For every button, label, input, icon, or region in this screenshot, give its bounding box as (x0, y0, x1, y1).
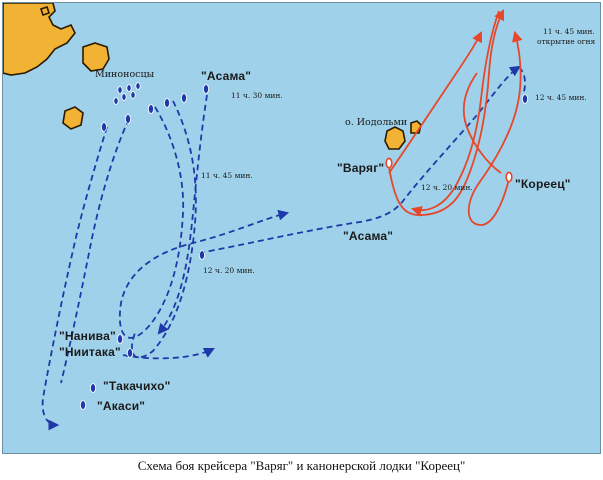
ship-marker-icon (130, 91, 136, 99)
mainland-coast (3, 3, 76, 76)
track-varyag-back (410, 10, 500, 217)
track-varyag-out (388, 9, 504, 216)
ship-marker-icon (147, 104, 154, 114)
label-time-1220-right: 12 ч. 20 мин. (421, 183, 473, 192)
ship-marker-icon (117, 334, 124, 344)
label-asama-mid: "Асама" (343, 229, 394, 243)
label-fire-opened: открытие огня (537, 37, 596, 46)
ship-marker-icon (121, 93, 127, 101)
japanese-tracks (41, 65, 526, 431)
ship-marker-icon (202, 84, 209, 94)
track-koreets-loop (467, 30, 523, 226)
ship-markers (80, 82, 529, 410)
label-time-1245: 12 ч. 45 мин. (535, 93, 587, 102)
label-niitaka: "Ниитака" (59, 345, 121, 359)
track-koreets-inner (462, 72, 502, 174)
label-takachiho: "Такачихо" (103, 379, 171, 393)
label-akashi: "Акаси" (97, 399, 146, 413)
ship-marker-icon (125, 114, 132, 124)
ship-marker-icon (117, 86, 123, 94)
label-varyag: "Варяг" (337, 161, 385, 175)
battle-map: Миноносцы "Асама" 11 ч. 30 мин. 11 ч. 45… (2, 2, 601, 454)
label-torpedo-boats: Миноносцы (95, 69, 155, 80)
ship-marker-icon (90, 383, 97, 393)
islet-top (39, 5, 51, 17)
ship-marker-icon (113, 97, 119, 105)
island-upper-left (82, 42, 110, 72)
ship-marker-icon (522, 94, 529, 104)
land-masses (3, 3, 422, 150)
island-left (62, 106, 84, 130)
ship-marker-icon (385, 157, 393, 169)
track-asama-return (157, 94, 208, 335)
track-naniwa-loop (118, 106, 290, 339)
label-asama-top: "Асама" (201, 69, 252, 83)
ship-marker-icon (505, 171, 513, 183)
map-drawing (3, 3, 529, 431)
track-akashi (41, 126, 108, 431)
ship-marker-icon (80, 400, 87, 410)
ship-marker-icon (127, 348, 134, 358)
label-island-iodolmi: о. Иодольми (345, 117, 408, 128)
label-koreets: "Кореец" (515, 177, 571, 191)
ship-marker-icon (163, 98, 170, 108)
ship-marker-icon (126, 84, 132, 92)
label-time-1130: 11 ч. 30 мин. (231, 91, 283, 100)
russian-ship-markers (385, 157, 513, 183)
russian-tracks (388, 9, 523, 226)
label-time-1145-right: 11 ч. 45 мин. (543, 27, 595, 36)
ship-marker-icon (180, 93, 187, 103)
ship-marker-icon (101, 122, 108, 132)
map-caption: Схема боя крейсера "Варяг" и канонерской… (137, 458, 466, 473)
label-time-1145-left: 11 ч. 45 мин. (201, 171, 253, 180)
track-koreets-out (388, 31, 482, 174)
ship-marker-icon (135, 82, 141, 90)
island-iodolmi (384, 126, 406, 150)
track-return-lower (122, 348, 215, 360)
ship-marker-icon (198, 250, 205, 260)
track-niitaka-loop (131, 100, 197, 359)
label-naniwa: "Нанива" (59, 329, 116, 343)
label-time-1220-left: 12 ч. 20 мин. (203, 266, 255, 275)
